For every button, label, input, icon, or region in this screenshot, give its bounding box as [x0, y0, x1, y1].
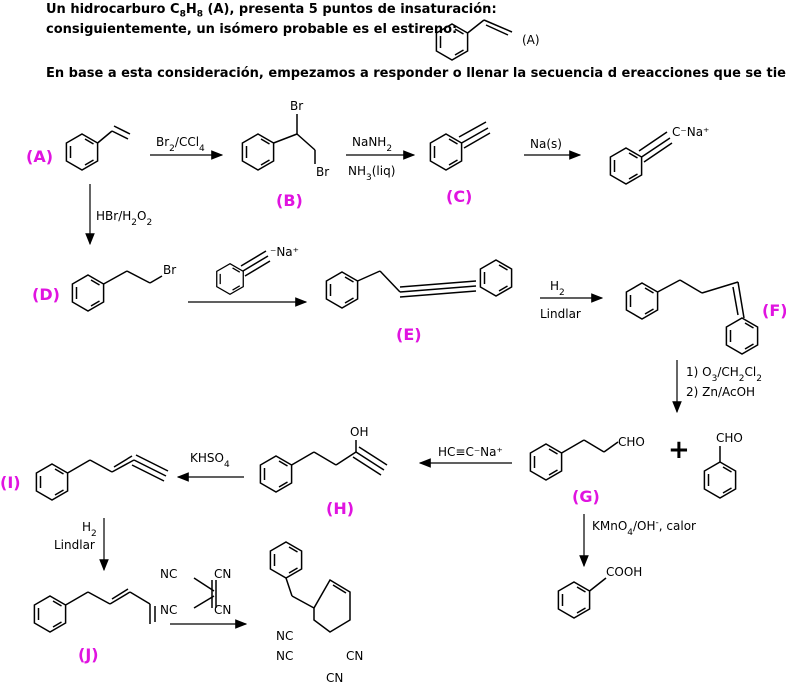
atom-br-b1: Br [290, 99, 303, 113]
reagent-nh3: NH3(liq) [348, 164, 395, 183]
tcne-structure [193, 577, 217, 609]
atom-cn-adduct-2: CN [326, 671, 343, 685]
phenylacetylene-structure [429, 121, 491, 171]
label-e: (E) [396, 325, 422, 344]
diphenylbutyne-structure [325, 259, 513, 309]
atom-cn-tcne-2: CN [214, 603, 231, 617]
atom-na-small: ⁻Na⁺ [270, 245, 299, 259]
atom-cho-g: CHO [618, 435, 645, 449]
propargylic-alcohol-structure [259, 440, 388, 493]
atom-nc-adduct-1: NC [276, 629, 293, 643]
atom-oh: OH [350, 425, 368, 439]
dibromide-structure [241, 114, 316, 171]
label-f: (F) [762, 301, 786, 320]
atom-c-na: C⁻Na⁺ [672, 125, 709, 139]
atom-br-b2: Br [316, 165, 329, 179]
reagent-lindlar-a: Lindlar [540, 307, 581, 321]
label-b: (B) [276, 191, 303, 210]
intro-styrene-structure [435, 19, 513, 61]
atom-nc-tcne-2: NC [160, 603, 177, 617]
benzaldehyde-structure [703, 446, 737, 499]
benzoic-acid-structure [557, 577, 607, 619]
reagent-ozone: 1) O3/CH2Cl2 [686, 365, 762, 384]
reagent-br2: Br2/CCl4 [156, 135, 205, 154]
enyne-structure [35, 454, 169, 501]
phenethyl-bromide-structure [71, 270, 163, 312]
reagent-lindlar-b: Lindlar [54, 538, 95, 552]
reagent-kmno4: KMnO4/OH-, calor [592, 518, 696, 538]
intro-line-1: Un hidrocarburo C8H8 (A), presenta 5 pun… [46, 2, 497, 20]
reagent-nanh2: NaNH2 [352, 135, 392, 154]
styrene-structure [65, 125, 131, 171]
label-j: (J) [78, 645, 99, 664]
reagent-na: Na(s) [530, 137, 562, 151]
label-d: (D) [32, 285, 60, 304]
phenylpropanal-structure [529, 439, 619, 481]
diels-alder-adduct-structure [269, 541, 351, 633]
intro-label-a: (A) [522, 33, 540, 47]
sodium-acetylide-structure [609, 131, 673, 185]
label-h: (H) [326, 499, 354, 518]
reagent-h2-a: H2 [550, 279, 565, 298]
atom-br-d: Br [163, 263, 176, 277]
plus-sign: + [668, 435, 690, 465]
atom-cn-tcne-1: CN [214, 567, 231, 581]
acetylide-reagent-structure [216, 250, 271, 295]
reagent-khso4: KHSO4 [190, 451, 230, 470]
atom-nc-adduct-2: NC [276, 649, 293, 663]
cis-alkene-structure [625, 279, 759, 355]
diene-structure [33, 588, 156, 633]
reagent-zn: 2) Zn/AcOH [686, 385, 755, 399]
atom-cooh: COOH [606, 565, 642, 579]
label-c: (C) [446, 187, 472, 206]
label-a: (A) [26, 147, 53, 166]
label-i: (I) [0, 473, 21, 492]
reagent-acetylide: HC≡C⁻Na⁺ [438, 445, 503, 459]
atom-cho-benzaldehyde: CHO [716, 431, 743, 445]
reagent-hbr: HBr/H2O2 [96, 209, 152, 228]
label-g: (G) [572, 487, 600, 506]
atom-nc-tcne-1: NC [160, 567, 177, 581]
atom-cn-adduct-1: CN [346, 649, 363, 663]
intro-line-2: consiguientemente, un isómero probable e… [46, 22, 458, 37]
intro-line-3: En base a esta consideración, empezamos … [46, 66, 786, 81]
reagent-h2-b: H2 [82, 520, 97, 539]
